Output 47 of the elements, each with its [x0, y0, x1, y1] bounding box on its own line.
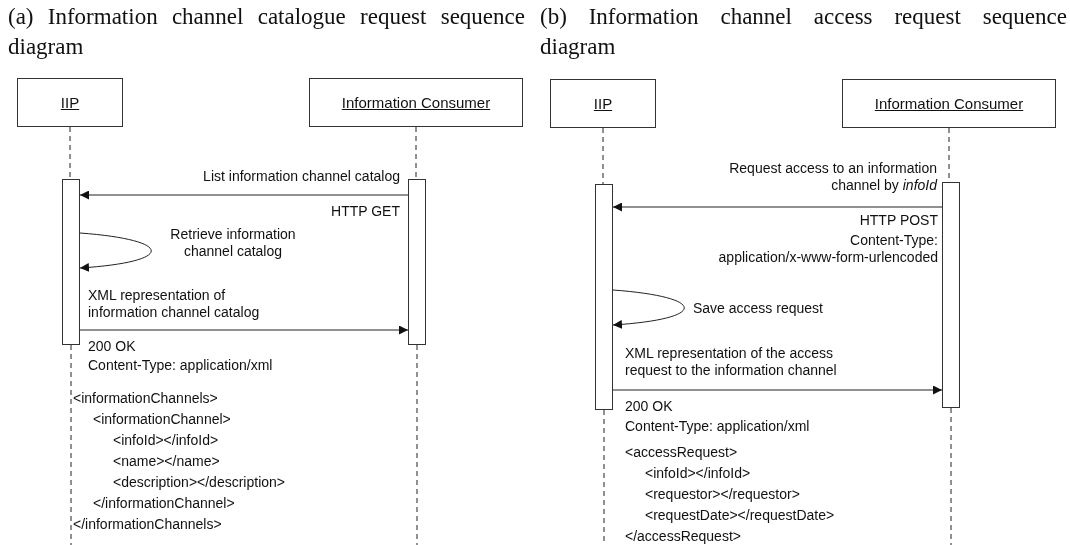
message-label: Save access request — [693, 300, 823, 318]
lifeline — [69, 126, 71, 180]
participant-box: IIP — [550, 79, 656, 128]
message-arrow — [612, 385, 943, 395]
message-note: Content-Type: application/xml — [625, 418, 810, 436]
xml-code-line: <name></name> — [113, 453, 220, 471]
message-label: XML representation of information channel catalog — [88, 287, 261, 322]
message-note: Content-Type: application/xml — [88, 357, 273, 375]
message-note: HTTP GET — [331, 203, 400, 221]
message-arrow — [79, 325, 409, 335]
xml-code-line: <description></description> — [113, 474, 285, 492]
message-label: Request access to an information channel by infoId — [728, 160, 937, 195]
self-message-arrow — [79, 232, 152, 272]
participant-box: Information Consumer — [842, 79, 1056, 128]
message-note: 200 OK — [625, 398, 673, 416]
message-note: 200 OK — [88, 338, 136, 356]
message-arrow — [612, 202, 943, 212]
message-note: HTTP POST — [859, 212, 938, 230]
xml-code-line: <requestDate></requestDate> — [645, 507, 835, 525]
message-label: Retrieve information channel catalog — [169, 226, 297, 261]
lifeline — [602, 127, 604, 185]
xml-code-line: <infoId></infoId> — [645, 465, 751, 483]
message-label: List information channel catalog — [203, 168, 400, 186]
message-label: XML representation of the access request to the information channel — [625, 345, 838, 380]
lifeline — [950, 407, 952, 545]
xml-code-line: </accessRequest> — [625, 528, 741, 545]
xml-code-line: <requestor></requestor> — [645, 486, 800, 504]
activation-bar — [62, 179, 80, 345]
activation-bar — [942, 182, 960, 408]
participant-box: IIP — [17, 78, 123, 127]
self-message-arrow — [612, 289, 685, 329]
message-arrow — [79, 190, 409, 200]
lifeline — [416, 344, 418, 545]
activation-bar — [595, 184, 613, 410]
message-note: Content-Type: application/x-www-form-urlencoded — [717, 232, 938, 267]
xml-code-line: </informationChannels> — [73, 516, 222, 534]
xml-code-line: <infoId></infoId> — [113, 432, 219, 450]
lifeline — [70, 344, 72, 545]
figure-caption: (b) Information channel access request sequence diagram — [540, 3, 1067, 61]
participant-box: Information Consumer — [309, 78, 523, 127]
figure-caption: (a) Information channel catalogue request sequence diagram — [8, 3, 525, 61]
activation-bar — [408, 179, 426, 345]
xml-code-line: </informationChannel> — [93, 495, 235, 513]
lifeline — [415, 126, 417, 180]
xml-code-line: <accessRequest> — [625, 444, 738, 462]
xml-code-line: <informationChannel> — [93, 411, 231, 429]
xml-code-line: <informationChannels> — [73, 390, 218, 408]
